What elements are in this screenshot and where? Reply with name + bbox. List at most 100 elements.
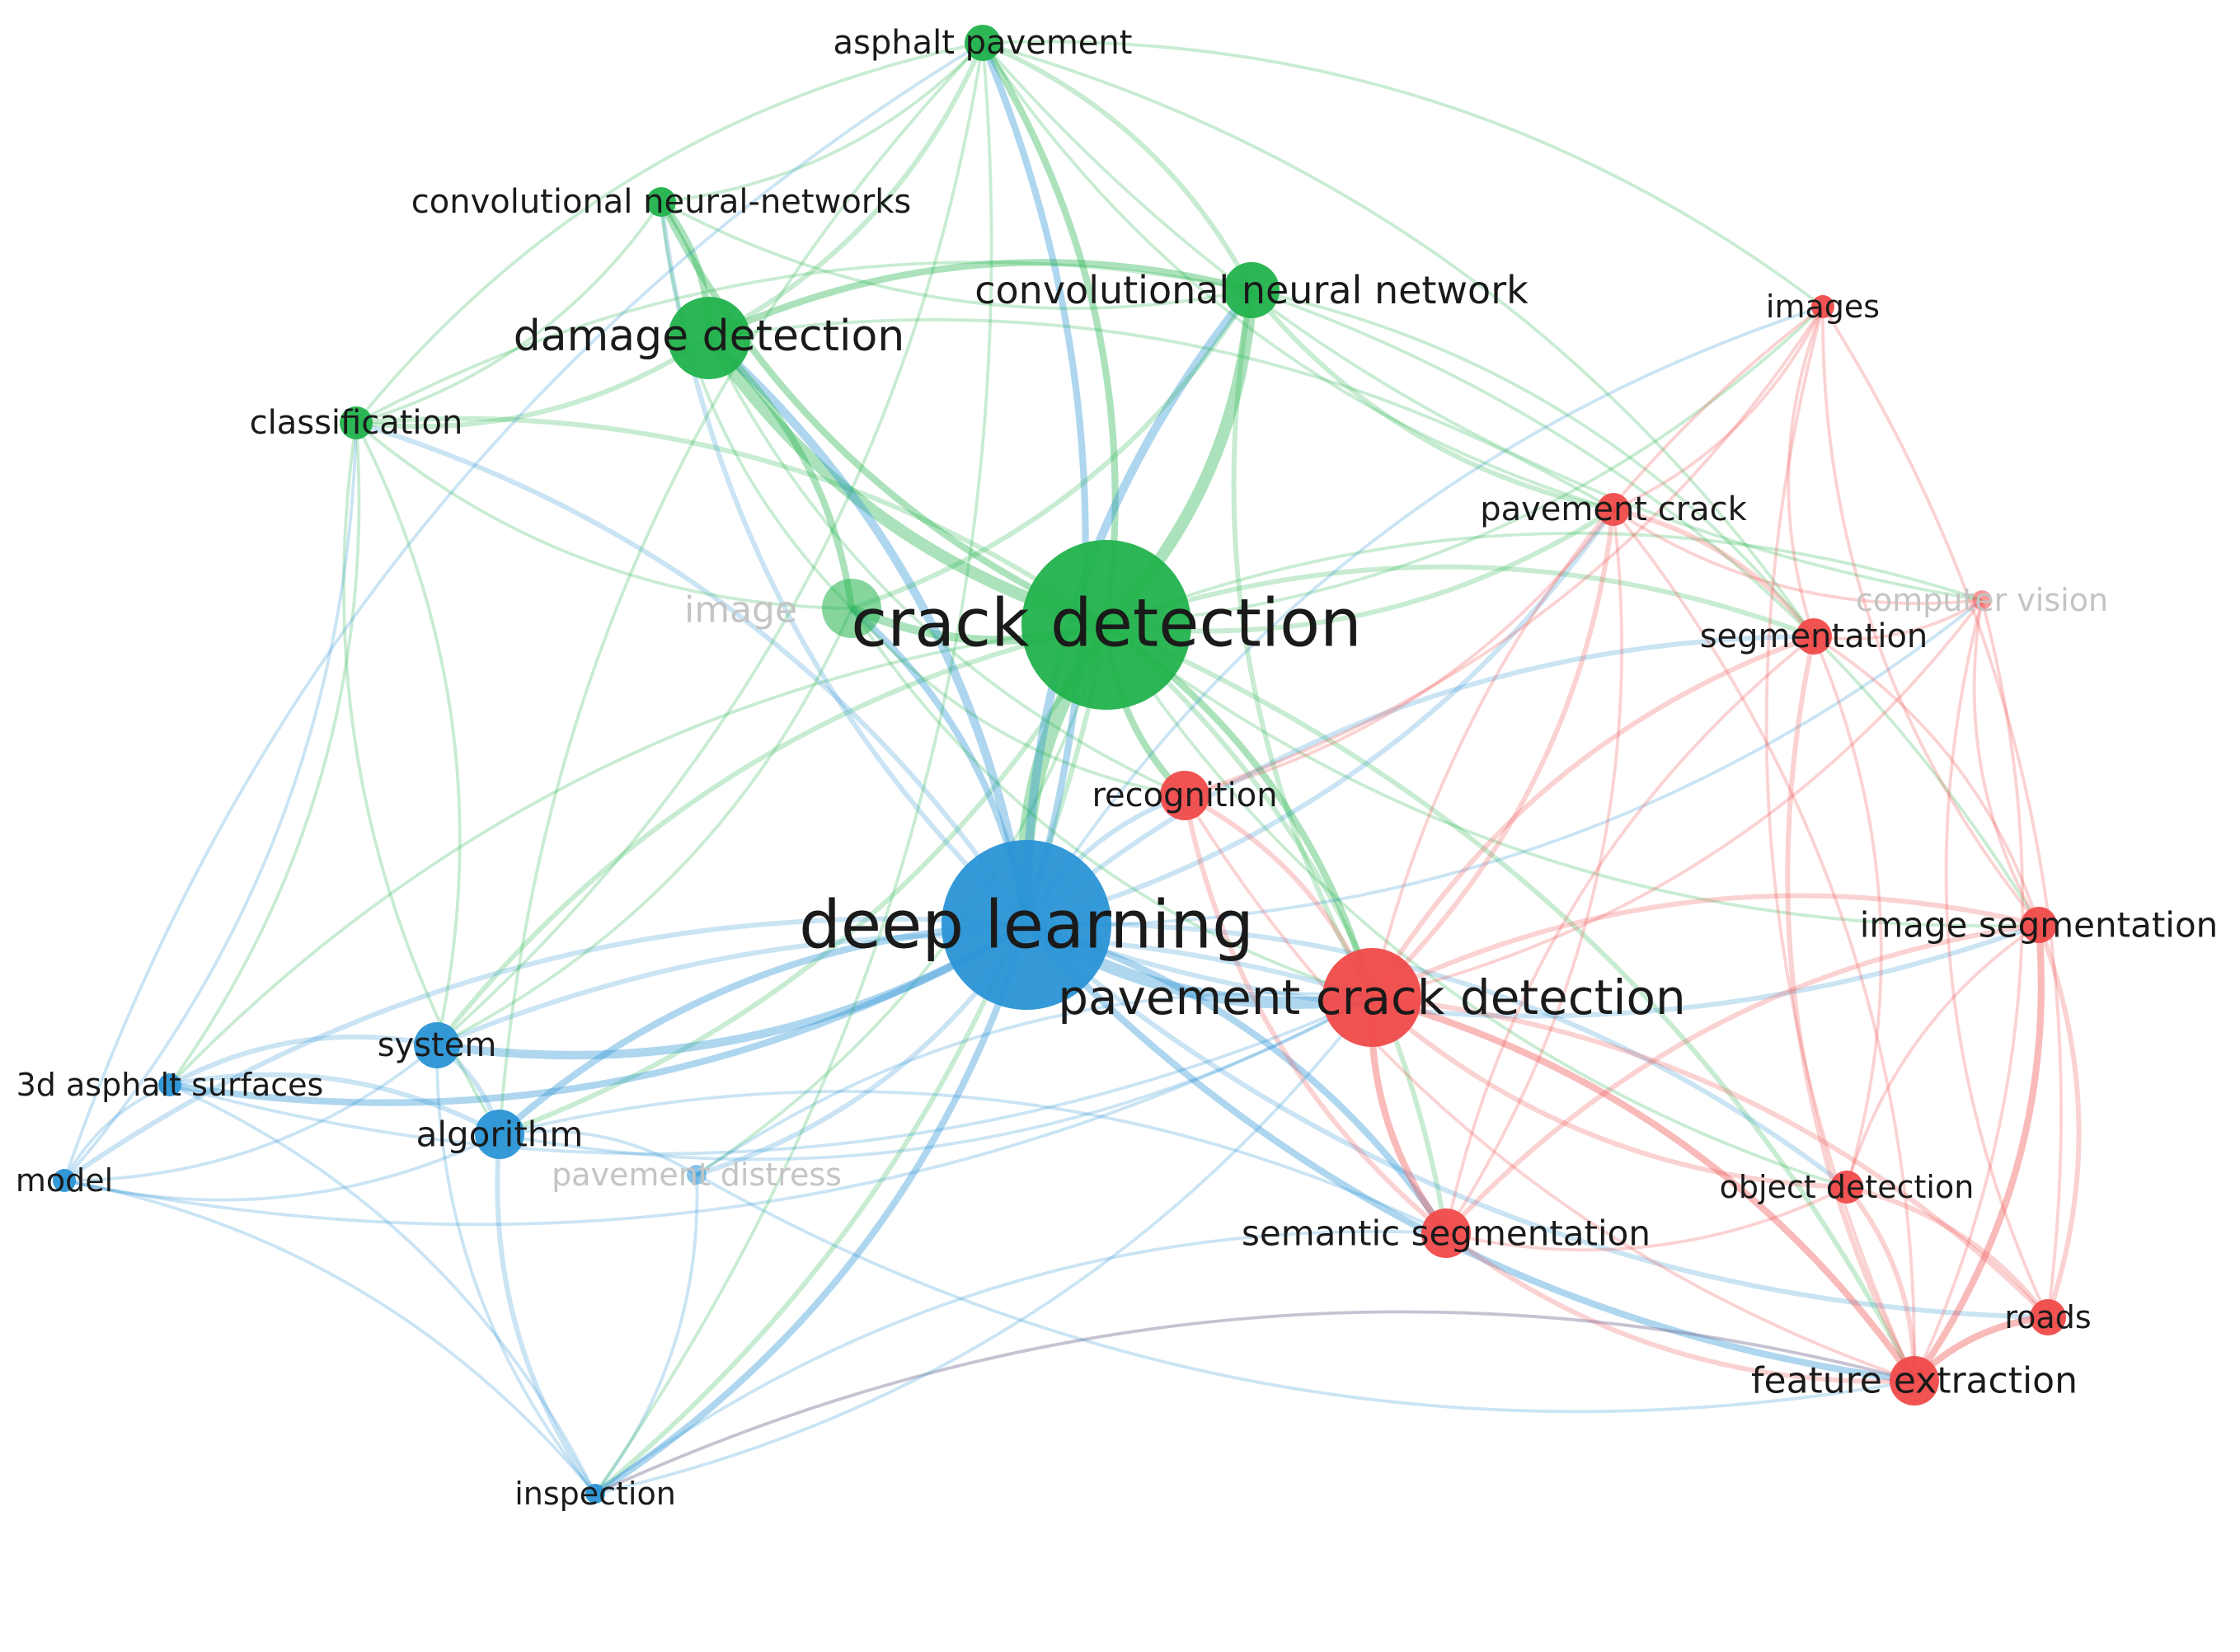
edge-image-recognition — [850, 607, 1186, 797]
edge-algorithm-inspection — [495, 1133, 598, 1495]
node-segmentation[interactable] — [1796, 618, 1832, 655]
edge-deep-learning-model — [63, 916, 1027, 1183]
edge-system-inspection — [435, 1044, 597, 1495]
node-model[interactable] — [53, 1169, 76, 1192]
edge-crack-detection-convolutional-neural-networks — [658, 200, 1108, 628]
edge-asphalt-pavement-images — [982, 40, 1824, 308]
label-roads: roads — [2004, 1299, 2091, 1335]
edge-crack-detection-algorithm — [498, 623, 1109, 1137]
label-object-detection: object detection — [1720, 1169, 1975, 1205]
label-convolutional-neural-network: convolutional neural network — [974, 268, 1529, 312]
node-computer-vision[interactable] — [1972, 590, 1992, 610]
edge-deep-learning-object-detection — [1026, 921, 1848, 1190]
label-system: system — [378, 1026, 497, 1064]
edge-feature-extraction-object-detection — [1844, 1185, 1918, 1382]
edge-convolutional-neural-network-pavement-crack-detection — [1231, 289, 1374, 999]
edge-inspection-feature-extraction — [594, 1310, 1915, 1495]
node-damage-detection[interactable] — [668, 297, 750, 379]
node-algorithm[interactable] — [475, 1110, 524, 1159]
edge-convolutional-neural-network-convolutional-neural-networks — [660, 200, 1252, 310]
node-system[interactable] — [414, 1022, 460, 1068]
label-image: image — [684, 589, 797, 631]
edge-algorithm-semantic-segmentation — [499, 1090, 1447, 1235]
edge-deep-learning-images — [1025, 305, 1824, 927]
edge-roads-object-detection — [1846, 1185, 2050, 1319]
label-crack-detection: crack detection — [851, 585, 1361, 662]
edge-damage-detection-recognition — [707, 337, 1186, 797]
edge-algorithm-pavement-distress — [499, 1129, 697, 1176]
edge-deep-learning-inspection — [593, 923, 1030, 1497]
edge-segmentation-images — [1787, 306, 1824, 637]
edge-asphalt-pavement-algorithm — [498, 41, 984, 1135]
edge-algorithm-3d-asphalt-surfaces — [169, 1072, 501, 1137]
label-semantic-segmentation: semantic segmentation — [1242, 1213, 1651, 1254]
edge-algorithm-pavement-crack-detection — [499, 996, 1373, 1162]
node-image[interactable] — [822, 579, 881, 638]
edge-pavement-crack-computer-vision — [1612, 508, 1983, 605]
node-semantic-segmentation[interactable] — [1421, 1208, 1471, 1258]
node-image-segmentation[interactable] — [2021, 907, 2057, 943]
node-crack-detection[interactable] — [1021, 540, 1191, 710]
edge-segmentation-computer-vision — [1813, 598, 1984, 641]
node-pavement-crack[interactable] — [1597, 493, 1630, 526]
edge-classification-system — [355, 422, 462, 1046]
node-object-detection[interactable] — [1830, 1171, 1863, 1204]
edges-layer — [63, 40, 2082, 1497]
edge-3d-asphalt-surfaces-pavement-crack-detection — [169, 996, 1373, 1156]
label-classification: classification — [250, 404, 463, 442]
edge-damage-detection-convolutional-neural-network — [707, 259, 1253, 341]
edge-asphalt-pavement-computer-vision — [981, 41, 1983, 602]
edge-convolutional-neural-networks-classification — [355, 200, 663, 425]
edge-pavement-crack-detection-object-detection — [1370, 995, 1848, 1190]
edge-classification-3d-asphalt-surfaces — [168, 422, 361, 1086]
edge-semantic-segmentation-object-detection — [1445, 1185, 1848, 1252]
node-convolutional-neural-networks[interactable] — [646, 187, 676, 217]
edge-asphalt-pavement-inspection — [594, 42, 993, 1495]
node-deep-learning[interactable] — [942, 840, 1111, 1010]
node-pavement-crack-detection[interactable] — [1322, 948, 1421, 1047]
node-recognition[interactable] — [1160, 771, 1209, 820]
edge-semantic-segmentation-recognition — [1182, 795, 1448, 1236]
edge-convolutional-neural-network-asphalt-pavement — [981, 40, 1254, 292]
edge-convolutional-neural-network-pavement-crack — [1249, 289, 1614, 512]
edge-crack-detection-semantic-segmentation — [1105, 622, 1449, 1234]
edge-convolutional-neural-networks-asphalt-pavement — [660, 41, 984, 204]
node-images[interactable] — [1811, 295, 1834, 318]
label-3d-asphalt-surfaces: 3d asphalt surfaces — [16, 1067, 324, 1103]
edge-crack-detection-inspection — [594, 624, 1109, 1496]
edge-pavement-distress-pavement-crack-detection — [695, 991, 1373, 1176]
edge-semantic-segmentation-feature-extraction — [1444, 1231, 1915, 1384]
label-pavement-distress: pavement distress — [552, 1157, 842, 1193]
edge-inspection-semantic-segmentation — [594, 1230, 1447, 1495]
edge-asphalt-pavement-pavement-crack — [981, 41, 1614, 511]
node-pavement-distress[interactable] — [687, 1165, 707, 1185]
edge-inspection-pavement-distress — [594, 1174, 699, 1495]
edge-pavement-crack-detection-feature-extraction — [1370, 994, 1918, 1383]
node-feature-extraction[interactable] — [1890, 1356, 1939, 1406]
edge-crack-detection-feature-extraction — [1105, 622, 1917, 1382]
edge-model-asphalt-pavement — [63, 41, 984, 1181]
edge-pavement-crack-detection-pavement-crack — [1369, 509, 1616, 1000]
node-3d-asphalt-surfaces[interactable] — [158, 1073, 181, 1096]
node-asphalt-pavement[interactable] — [965, 25, 1001, 61]
label-image-segmentation: image segmentation — [1860, 905, 2219, 946]
edge-deep-learning-asphalt-pavement — [979, 41, 1089, 927]
node-classification[interactable] — [340, 406, 373, 439]
node-inspection[interactable] — [585, 1484, 605, 1504]
edge-deep-learning-system — [436, 921, 1029, 1060]
node-roads[interactable] — [2030, 1299, 2066, 1335]
edge-damage-detection-pavement-crack — [708, 318, 1614, 511]
nodes-layer — [53, 25, 2066, 1504]
edge-image-pavement-crack-detection — [850, 607, 1373, 999]
node-convolutional-neural-network[interactable] — [1223, 262, 1280, 318]
edge-pavement-crack-detection-images — [1370, 305, 1824, 998]
edge-pavement-crack-recognition — [1184, 508, 1615, 797]
edge-deep-learning-segmentation — [1025, 634, 1815, 927]
edge-image-segmentation-images — [1821, 306, 2040, 927]
edge-crack-detection-system — [434, 622, 1107, 1047]
edge-segmentation-object-detection — [1812, 636, 1883, 1188]
edge-pavement-crack-detection-image-segmentation — [1370, 893, 2040, 1000]
label-images: images — [1766, 289, 1880, 325]
